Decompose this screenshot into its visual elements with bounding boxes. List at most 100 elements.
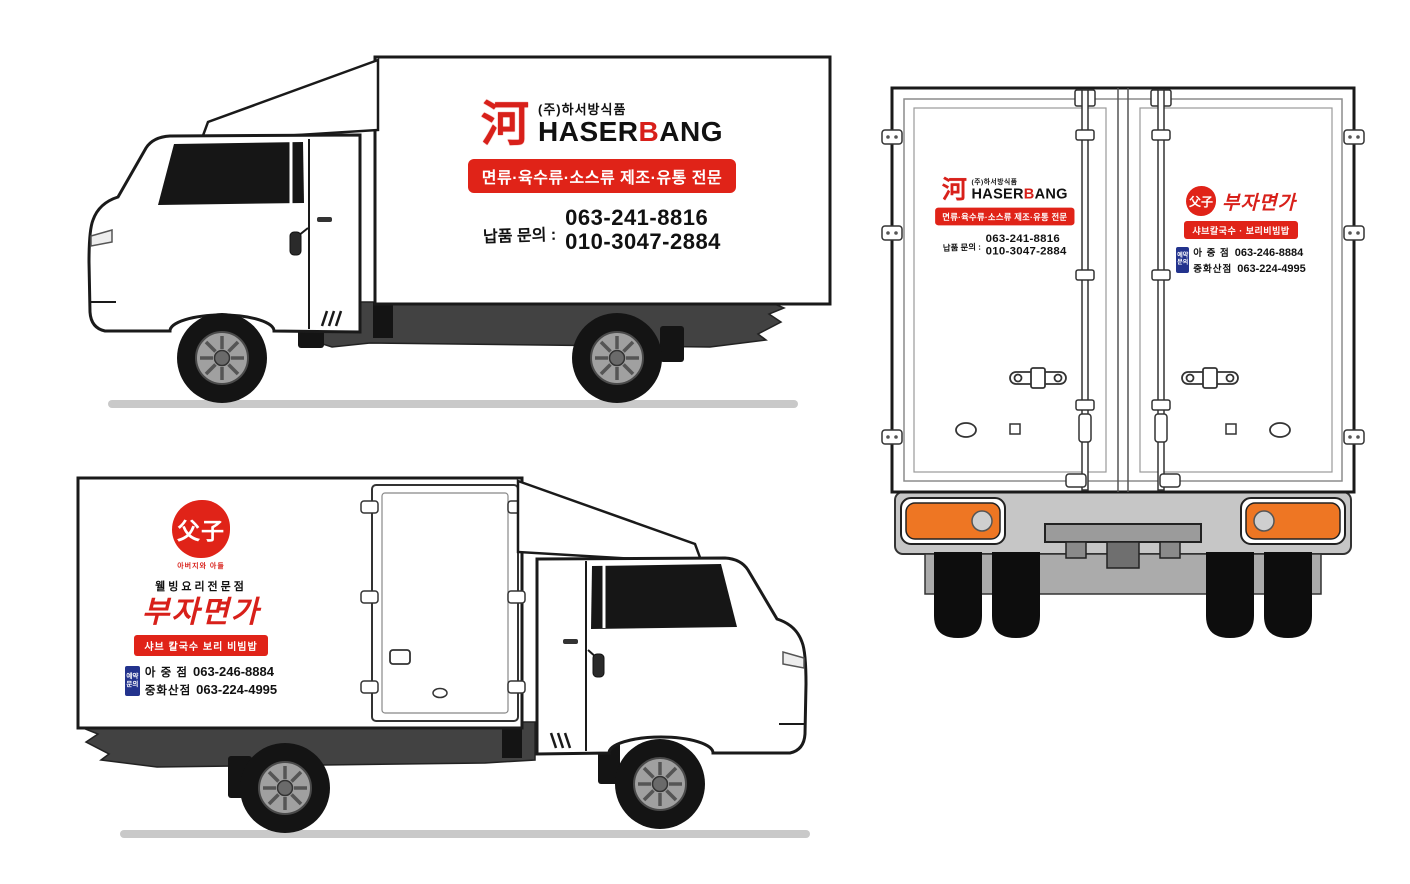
brand-part: HASER	[971, 185, 1024, 202]
cab-step	[373, 302, 393, 338]
store-phone: 063-246-8884	[192, 663, 274, 679]
buja-graphics-panel-side: 父子 아버지와 아들 웰빙요리전문점 부자면가 샤브 칼국수 보리 비빔밥 예약…	[115, 500, 287, 698]
door-frame	[903, 98, 1343, 482]
rear-wheel	[238, 741, 332, 835]
haserbang-logo-glyph: 河	[941, 174, 967, 204]
buja-logo-row: 父子 부자면가	[1186, 186, 1296, 216]
store-phone-row: 중화산점 063-224-4995	[1193, 261, 1305, 275]
headlight	[90, 229, 113, 247]
haserbang-company-name: (주)하서방식품	[538, 101, 627, 117]
left-door-panel	[913, 107, 1107, 473]
badge-line: 문의	[1177, 260, 1189, 266]
cab-window	[158, 142, 304, 205]
store-phone-row: 아 중 점 063-246-8884	[145, 664, 277, 680]
wind-deflector	[516, 479, 704, 565]
buja-tagline: 웰빙요리전문점	[155, 581, 247, 593]
latch-plate-left	[1009, 423, 1021, 435]
haserbang-contact-block: 납품 문의 : 063-241-8816 010-3047-2884	[483, 204, 721, 255]
haserbang-brand-name: HASERBANG	[538, 115, 723, 147]
truck-side-left-illustration	[76, 476, 810, 838]
phone-numbers: 063-241-8816 010-3047-2884	[986, 232, 1067, 258]
tail-light-right	[1240, 497, 1346, 545]
cab-window	[591, 564, 737, 629]
store-name: 아 중 점	[144, 666, 188, 679]
edge-hinges	[881, 129, 1365, 488]
door-handle	[563, 639, 578, 644]
haserbang-logo-text: (주)하서방식품 HASERBANG	[538, 101, 723, 147]
haserbang-company-name: (주)하서방식품	[971, 177, 1018, 186]
haserbang-graphics-panel-rear: 河 (주)하서방식품 HASERBANG 면류·육수류·소스류 제조·유통 전문…	[919, 174, 1091, 258]
front-wheel	[175, 311, 269, 405]
truck-side-right-illustration	[87, 55, 832, 408]
haserbang-product-banner: 면류·육수류·소스류 제조·유통 전문	[467, 158, 737, 193]
buja-phone-block: 예약 문의 아 중 점 063-246-8884 중화산점 063-224-49…	[124, 664, 277, 698]
haserbang-panel: 河 (주)하서방식품 HASERBANG 면류·육수류·소스류 제조·유통 전문…	[919, 174, 1091, 258]
buja-brand-name: 부자면가	[141, 596, 261, 629]
buja-logo-circle: 父子	[1186, 186, 1217, 216]
store-phone: 063-224-4995	[1237, 263, 1306, 275]
store-phone: 063-224-4995	[196, 681, 278, 697]
buja-graphics-panel-rear: 父子 부자면가 샤브칼국수 · 보리비빔밥 예약 문의 아 중 점 063-24…	[1163, 186, 1319, 275]
door-latch-right	[1181, 367, 1239, 389]
phone-number-main: 063-241-8816	[565, 204, 709, 230]
tail-light-left	[900, 497, 1006, 545]
door-latch-left	[1009, 367, 1067, 389]
buja-logo-glyph: 父子	[177, 518, 225, 545]
contact-label: 납품 문의 :	[942, 242, 982, 254]
haserbang-logo-text: (주)하서방식품 HASERBANG	[972, 178, 1068, 201]
badge-line: 예약	[126, 672, 139, 680]
door-knob	[432, 687, 448, 699]
cargo-box-rear	[890, 86, 1356, 494]
door-knob-right	[1269, 422, 1291, 438]
wind-deflector	[199, 58, 380, 143]
buja-menu-banner: 샤브 칼국수 보리 비빔밥	[134, 634, 268, 656]
store-phone-rows: 아 중 점 063-246-8884 중화산점 063-224-4995	[145, 664, 277, 698]
buja-brand-name: 부자면가	[1222, 192, 1296, 214]
badge-line: 예약	[1177, 252, 1189, 259]
rear-mudflap	[660, 326, 684, 362]
door-handle	[317, 217, 332, 222]
front-wheel	[613, 737, 707, 831]
buja-logo-caption: 아버지와 아들	[177, 563, 225, 570]
haserbang-product-banner: 면류·육수류·소스류 제조·유통 전문	[934, 207, 1075, 226]
ground-shadow	[120, 830, 810, 838]
headlight	[782, 651, 805, 669]
buja-logo-circle: 父子	[172, 500, 230, 558]
phone-number-main: 063-241-8816	[985, 231, 1061, 245]
buja-blue-badge: 예약 문의	[124, 665, 140, 696]
buja-phone-block: 예약 문의 아 중 점 063-246-8884 중화산점 063-224-49…	[1176, 245, 1306, 275]
phone-number-mobile: 010-3047-2884	[565, 229, 721, 255]
step-vents	[320, 310, 343, 327]
door-knob-left	[955, 422, 977, 438]
store-name: 아 중 점	[1193, 248, 1230, 259]
brand-part: ANG	[659, 115, 723, 147]
rear-wheels	[934, 552, 1312, 638]
door-latch-handle	[389, 649, 411, 665]
haserbang-graphics-panel-side: 河 (주)하서방식품 HASERBANG 면류·육수류·소스류 제조·유통 전문…	[437, 96, 767, 255]
lock-rod-right	[1150, 89, 1172, 491]
store-name: 중화산점	[1193, 264, 1233, 275]
side-mirror	[587, 649, 605, 678]
cab-step	[502, 722, 522, 758]
haserbang-logo: 河 (주)하서방식품 HASERBANG	[941, 174, 1068, 204]
buja-blue-badge: 예약 문의	[1176, 247, 1190, 273]
haserbang-logo-glyph: 河	[481, 96, 530, 152]
haserbang-logo: 河 (주)하서방식품 HASERBANG	[481, 96, 723, 152]
lock-rod-left	[1074, 89, 1096, 491]
buja-menu-banner: 샤브칼국수 · 보리비빔밥	[1184, 221, 1298, 239]
brand-accent-letter: B	[1023, 185, 1035, 202]
phone-numbers: 063-241-8816 010-3047-2884	[565, 204, 721, 255]
store-phone: 063-246-8884	[1234, 247, 1304, 259]
truck-rear-view: 河 (주)하서방식품 HASERBANG 면류·육수류·소스류 제조·유통 전문…	[870, 78, 1375, 653]
store-phone-row: 중화산점 063-224-4995	[145, 682, 277, 698]
tow-hitch-assembly	[1044, 523, 1202, 569]
haserbang-contact-block: 납품 문의 : 063-241-8816 010-3047-2884	[943, 232, 1067, 258]
side-mirror	[289, 227, 309, 256]
phone-number-mobile: 010-3047-2884	[985, 244, 1067, 258]
truck-side-view-right: 河 (주)하서방식품 HASERBANG 면류·육수류·소스류 제조·유통 전문…	[70, 40, 845, 435]
truck-rear-illustration	[881, 86, 1365, 638]
brand-part: HASER	[538, 115, 639, 147]
brand-accent-letter: B	[638, 115, 660, 147]
cargo-box-door	[360, 484, 526, 722]
